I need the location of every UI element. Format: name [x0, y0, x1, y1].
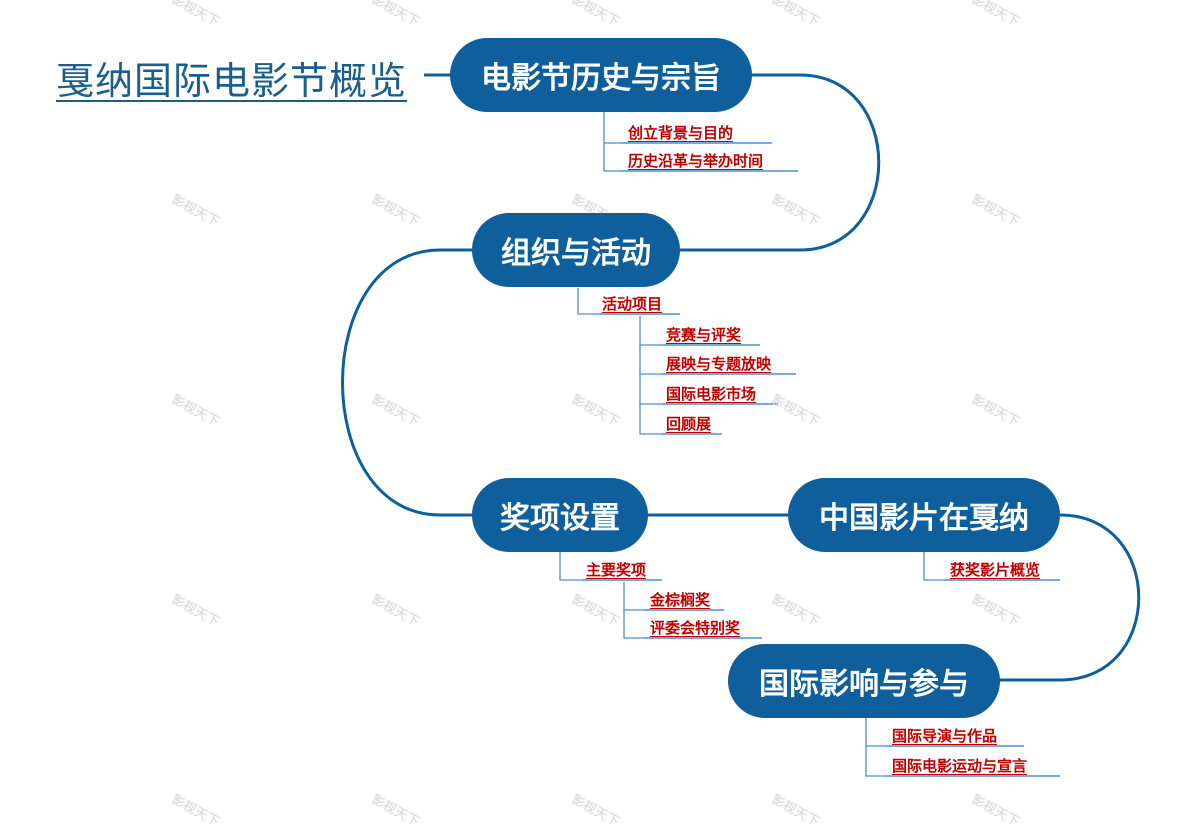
- topic-awards[interactable]: 奖项设置: [472, 478, 648, 552]
- main-connector: [341, 248, 472, 517]
- leaf-film-movements[interactable]: 国际电影运动与宣言: [892, 757, 1028, 775]
- leaf-underlines: [582, 142, 1060, 777]
- topic-history[interactable]: 电影节历史与宗旨: [450, 38, 752, 112]
- leaf-competition[interactable]: 竞赛与评奖: [666, 326, 742, 344]
- leaf-activities[interactable]: 活动项目: [602, 295, 663, 313]
- leaf-main-awards[interactable]: 主要奖项: [586, 561, 647, 579]
- leaf-award-winning-films[interactable]: 获奖影片概览: [950, 561, 1041, 579]
- leaf-history-timeline[interactable]: 历史沿革与举办时间: [628, 152, 764, 170]
- leaf-screenings[interactable]: 展映与专题放映: [666, 355, 772, 373]
- leaf-intl-directors[interactable]: 国际导演与作品: [892, 727, 998, 745]
- topic-international[interactable]: 国际影响与参与: [728, 644, 1000, 718]
- main-connector: [680, 73, 881, 252]
- leaf-film-market[interactable]: 国际电影市场: [666, 385, 757, 403]
- leaf-founding-background[interactable]: 创立背景与目的: [628, 124, 734, 142]
- leaf-jury-prize[interactable]: 评委会特别奖: [650, 619, 741, 637]
- topic-organization[interactable]: 组织与活动: [472, 213, 680, 287]
- leaf-palme-dor[interactable]: 金棕榈奖: [650, 591, 711, 609]
- root-title[interactable]: 戛纳国际电影节概览: [56, 59, 408, 103]
- leaf-retrospective[interactable]: 回顾展: [666, 415, 712, 433]
- topic-china[interactable]: 中国影片在戛纳: [788, 478, 1060, 552]
- leaf-brackets: [559, 110, 944, 777]
- main-connector: [998, 513, 1141, 682]
